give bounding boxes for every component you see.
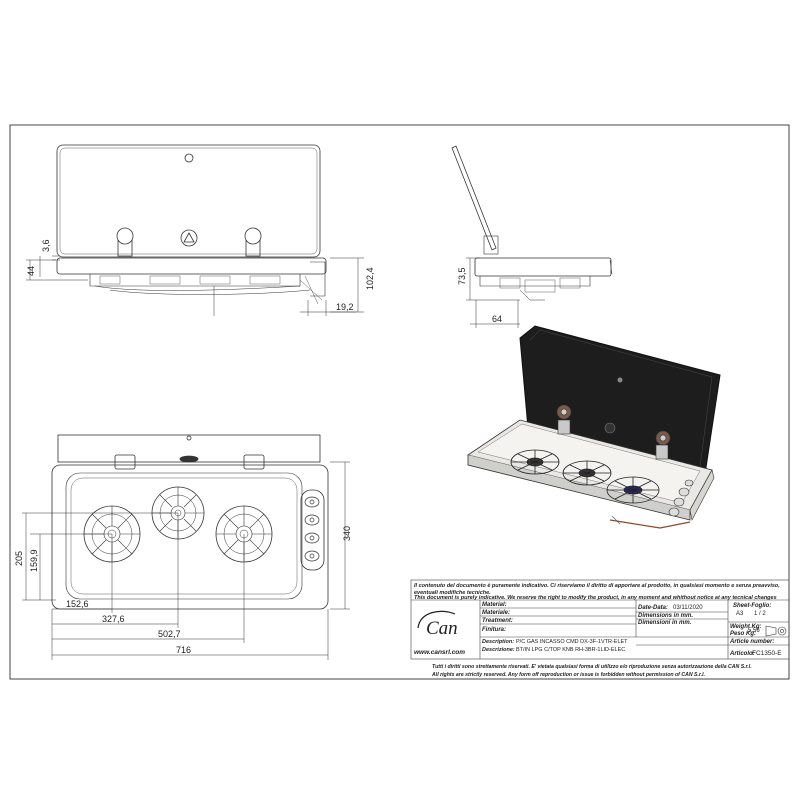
flame-logo <box>180 229 198 247</box>
lid-hole <box>184 153 194 163</box>
article-value: FC1350-E <box>752 650 782 657</box>
label-dimensions-en: Dimensions in mm. <box>638 613 693 619</box>
label-description: Description: <box>482 639 514 645</box>
weight-value: 5.56 <box>748 628 760 634</box>
footer-en: All rights are strictly reserved. Any fo… <box>431 672 705 678</box>
title-block <box>410 579 790 660</box>
dim-327-6: 327,6 <box>102 614 125 624</box>
sheet-border <box>9 124 790 680</box>
iso-hinge-left <box>556 404 572 435</box>
iso-burner-2 <box>562 460 612 486</box>
top-control-panel <box>300 489 325 571</box>
sheet-number: 1 / 2 <box>754 611 766 617</box>
side-lid <box>451 145 497 251</box>
top-view <box>51 434 329 610</box>
description-it: P/C GAS INCASSO CMD DX-3F-1VTR-ELET <box>516 639 628 645</box>
label-descrizione: Descrizione: <box>482 647 515 653</box>
top-burner-3 <box>215 505 273 563</box>
iso-knobs <box>668 479 694 517</box>
label-sheet: Sheet-Foglio: <box>733 603 771 609</box>
dim-716: 716 <box>176 645 191 655</box>
top-dimensions <box>22 461 350 660</box>
svg-text:Can: Can <box>426 618 458 639</box>
label-weight-it: Peso Kg: <box>730 631 756 637</box>
label-treatment: Treatment: <box>482 618 513 624</box>
top-hinge-right <box>243 454 265 470</box>
iso-burner-1 <box>510 449 560 475</box>
label-finitura: Finitura: <box>482 627 506 633</box>
front-dimensions <box>26 255 364 316</box>
side-view <box>451 145 613 301</box>
label-article-it: Articolo: <box>729 651 755 657</box>
dim-44: 44 <box>26 266 36 276</box>
sheet-size: A3 <box>736 611 744 617</box>
dim-102-4: 102,4 <box>365 267 375 290</box>
dim-3-6: 3,6 <box>41 239 51 252</box>
iso-hinge-right <box>655 430 671 460</box>
isometric-view <box>467 325 721 529</box>
front-lid-outline <box>56 144 321 258</box>
side-hob-body <box>474 257 612 277</box>
can-logo: Can <box>417 610 458 639</box>
dim-64: 64 <box>492 314 502 324</box>
dim-340: 340 <box>342 526 352 541</box>
dim-19-2: 19,2 <box>336 302 354 312</box>
label-article-en: Article number: <box>729 639 774 645</box>
front-hob-body <box>56 257 327 275</box>
dim-73-5: 73,5 <box>457 267 467 285</box>
top-hinge-left <box>114 454 136 470</box>
dim-502-7: 502,7 <box>158 629 181 639</box>
description-en: BT/IN LPG C/TOP KNB RH-3BR-1LID-ELEC <box>516 647 625 653</box>
dim-205: 205 <box>14 551 24 566</box>
label-weight-en: Weight Kg: <box>730 624 762 630</box>
dim-159-9: 159,9 <box>29 549 39 572</box>
website: www.cansrl.com <box>414 649 465 656</box>
label-dimensions-it: Dimensioni in mm. <box>638 620 692 626</box>
label-materiale: Materiale: <box>482 610 510 616</box>
hinge-right <box>244 227 262 257</box>
footer-it: Tutti i diritti sono strettamente riserv… <box>432 664 752 670</box>
notice-it-2: eventuali modifiche tecniche. <box>414 590 491 596</box>
top-knobs <box>304 496 320 562</box>
label-date: Date-Data: <box>638 605 668 611</box>
projection-symbol <box>765 625 787 637</box>
side-dimensions <box>466 257 520 328</box>
notice-en: This document is purely indicative. We r… <box>414 595 777 601</box>
dim-152-6: 152,6 <box>66 599 89 609</box>
front-view <box>56 144 327 316</box>
date-value: 03/11/2020 <box>673 605 703 611</box>
notice-it: Il contenuto del documento è puramente i… <box>414 583 780 589</box>
iso-burner-3 <box>606 476 660 504</box>
iso-flame-logo <box>604 422 616 434</box>
top-hob-outline <box>51 464 329 610</box>
label-material: Material: <box>482 602 507 608</box>
hinge-left <box>116 227 134 257</box>
